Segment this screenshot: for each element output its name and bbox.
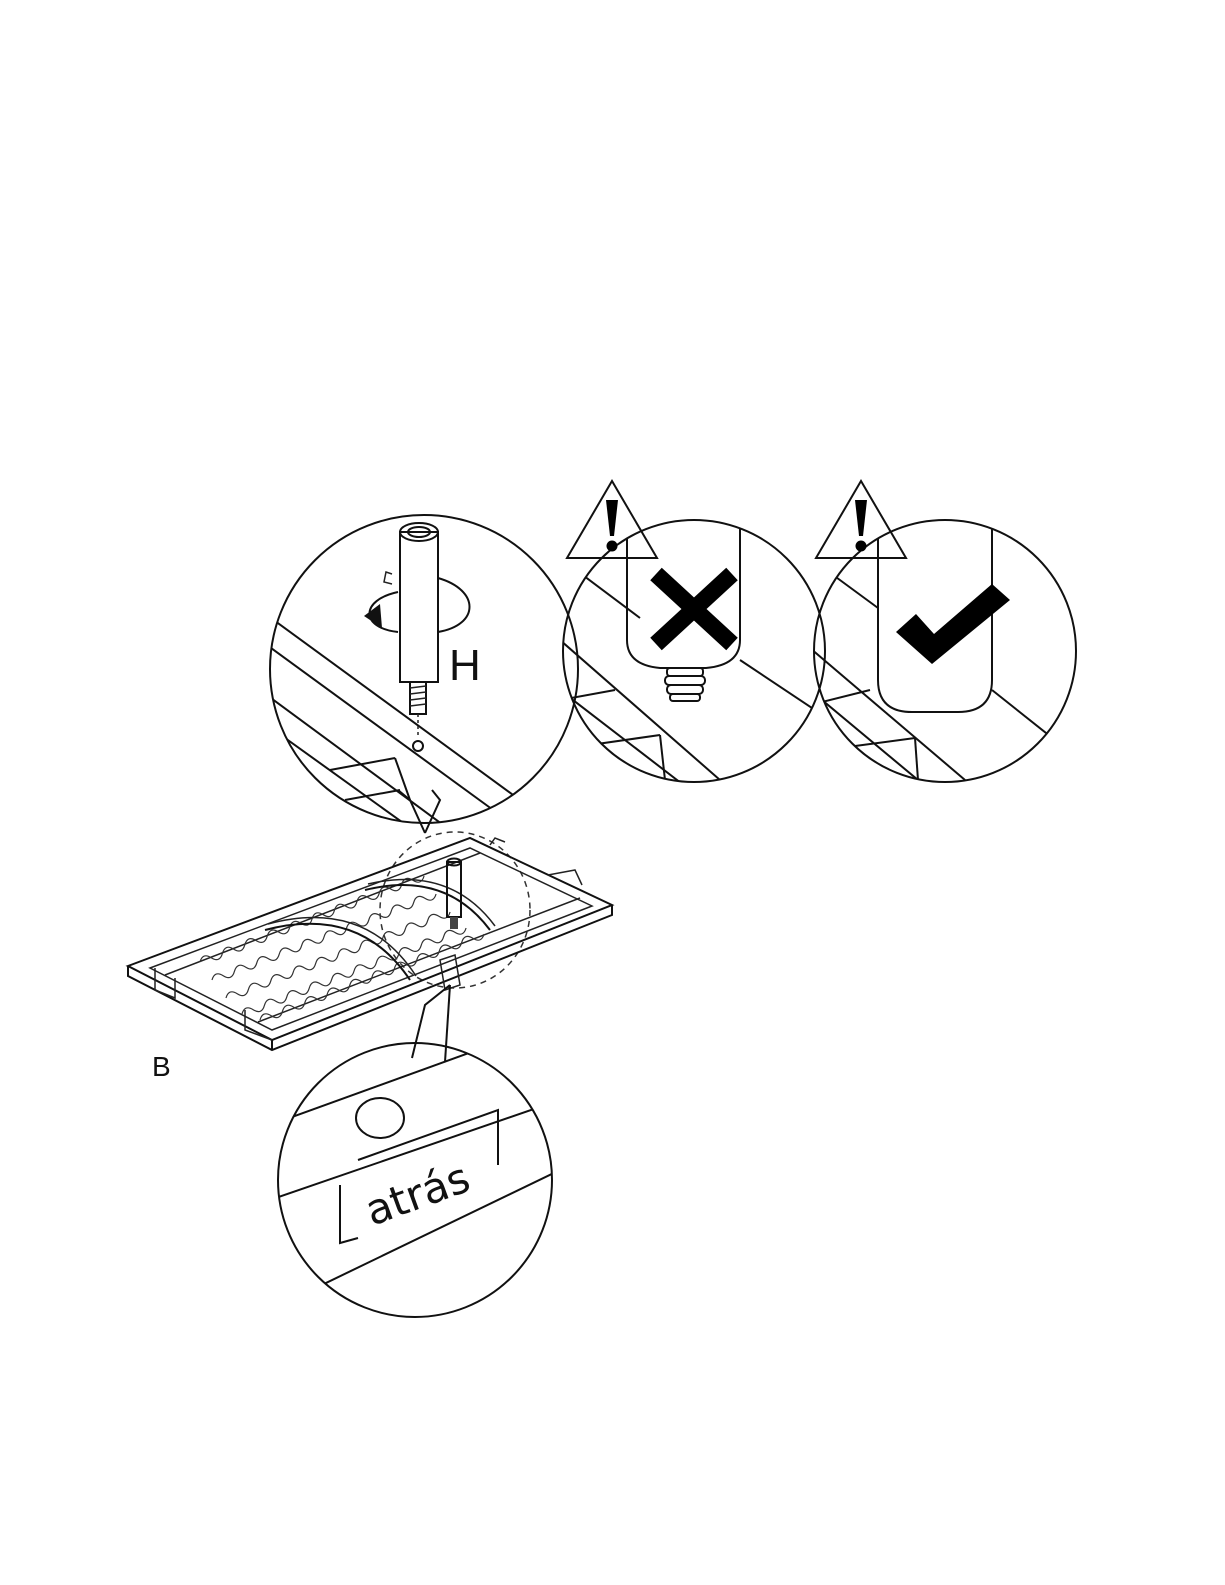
rotate-arrow-icon: [364, 578, 470, 632]
x-mark-icon: [656, 574, 732, 644]
detail-circle-wrong: [560, 520, 830, 790]
warning-triangle-icon: [816, 481, 906, 558]
step-label-b: B: [152, 1051, 171, 1082]
back-label-text: atrás: [359, 1153, 476, 1236]
bed-base-frame: [128, 832, 612, 1050]
detail-circle-back-label: atrás: [270, 1020, 560, 1317]
detail-circle-screw-leg: H: [260, 515, 578, 835]
detail-circle-correct: [810, 520, 1080, 790]
warning-triangle-icon: [567, 481, 657, 558]
callout-tail-top: [398, 790, 425, 833]
part-label-h: H: [449, 641, 481, 690]
